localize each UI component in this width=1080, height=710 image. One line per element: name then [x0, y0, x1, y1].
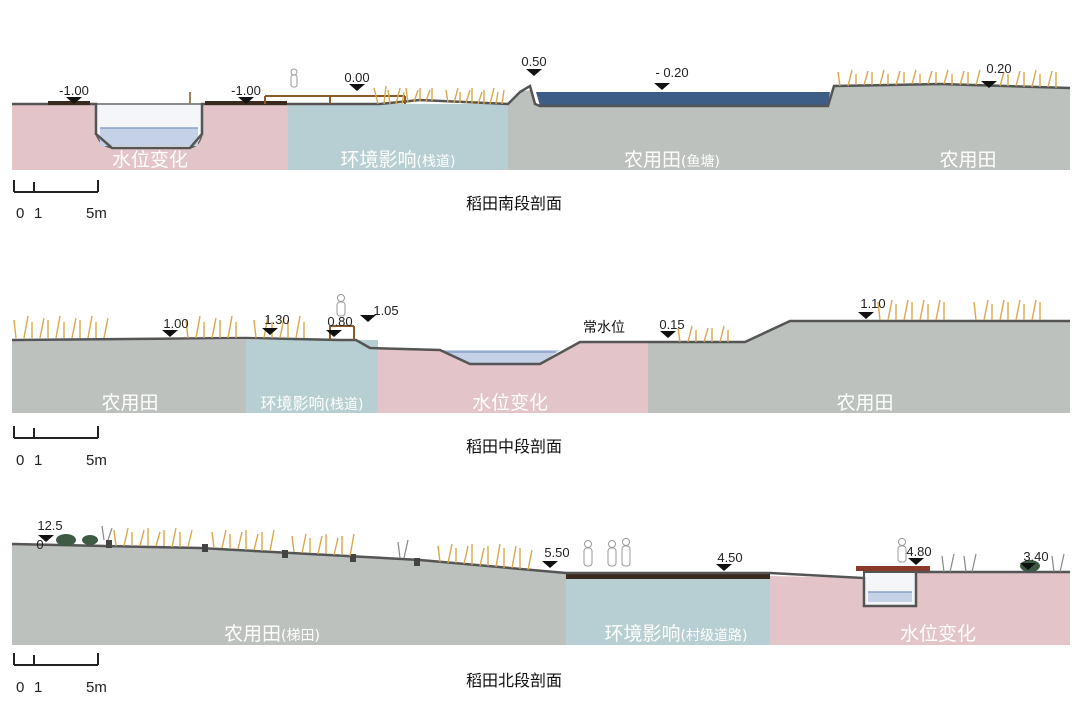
reed-middle-4	[877, 299, 1041, 321]
elevation-marker-north-5: 3.40	[1020, 549, 1049, 570]
svg-text:1.10: 1.10	[860, 296, 885, 311]
scale-label-1: 1	[34, 452, 42, 469]
svg-text:0.20: 0.20	[986, 61, 1011, 76]
fishpond-water	[536, 92, 830, 106]
elevation-marker-south-6: 0.20	[981, 61, 1012, 88]
section-north: 农用田(梯田) 环境影响(村级道路) 水位变化 12.5 0 5.50 4.50…	[11, 518, 1070, 696]
zone-south-agri	[834, 84, 1070, 170]
zone-middle-env	[246, 340, 378, 413]
scale-bar-middle	[13, 426, 99, 439]
elevation-marker-middle-1: 1.00	[162, 316, 189, 337]
section-title-middle: 稻田中段剖面	[466, 437, 562, 456]
svg-text:4.50: 4.50	[717, 550, 742, 565]
zone-middle-agri-2	[648, 321, 1070, 413]
zone-label-south-2: 环境影响(栈道)	[341, 149, 456, 171]
zone-label-north-1: 农用田(梯田)	[224, 623, 320, 645]
svg-text:0.00: 0.00	[344, 70, 369, 85]
elevation-marker-south-5: - 0.20	[654, 65, 689, 90]
pond-water-south	[100, 128, 198, 146]
elevation-marker-middle-5: 0.15	[659, 317, 685, 338]
scale-label-1: 1	[34, 205, 42, 222]
svg-text:1.05: 1.05	[373, 303, 398, 318]
scale-label-1: 1	[34, 679, 42, 696]
zone-label-middle-1: 农用田	[101, 392, 158, 414]
zone-label-south-3: 农用田(鱼塘)	[624, 149, 720, 171]
svg-text:0.80: 0.80	[327, 314, 352, 329]
zone-north-water-change	[770, 572, 1070, 645]
svg-text:0: 0	[36, 537, 43, 552]
zone-north-env	[566, 578, 770, 645]
scale-label-0: 0	[16, 205, 24, 222]
svg-text:3.40: 3.40	[1023, 549, 1048, 564]
terrace-steps	[106, 540, 420, 566]
svg-text:1.00: 1.00	[163, 316, 188, 331]
scale-label-5m: 5m	[86, 205, 107, 222]
elevation-marker-middle-4: 1.05	[360, 303, 399, 322]
reed-south-2	[445, 87, 505, 105]
svg-text:5.50: 5.50	[544, 545, 569, 560]
svg-text:-1.00: -1.00	[231, 83, 261, 98]
elevation-marker-north-3: 4.50	[716, 550, 743, 571]
scale-label-5m: 5m	[86, 679, 107, 696]
normal-water-level-label: 常水位	[583, 320, 625, 336]
svg-text:0.15: 0.15	[659, 317, 684, 332]
svg-text:0.50: 0.50	[521, 54, 546, 69]
zone-middle-water-change	[378, 342, 648, 413]
zone-label-north-2: 环境影响(村级道路)	[605, 623, 748, 645]
pool-cover-north	[856, 566, 930, 571]
zone-label-middle-2: 环境影响(栈道)	[261, 394, 364, 413]
scale-label-5m: 5m	[86, 452, 107, 469]
reed-middle-3	[677, 325, 729, 343]
scale-bar-south	[13, 180, 99, 193]
reed-north-1	[113, 527, 355, 557]
zone-middle-agri-1	[12, 340, 246, 413]
reed-north-3	[101, 525, 1065, 573]
reed-south-1	[373, 85, 433, 105]
section-middle: 农用田 环境影响(栈道) 水位变化 农用田 1.00 1.30 0.80 1.0…	[11, 294, 1070, 469]
svg-text:1.30: 1.30	[264, 312, 289, 327]
elevation-marker-north-1: 12.5 0	[36, 518, 62, 552]
elevation-marker-north-4: 4.80	[906, 544, 932, 565]
section-south: 水位变化 环境影响(栈道) 农用田(鱼塘) 农用田 -1.00 -1.00 0.…	[12, 54, 1071, 222]
section-title-north: 稻田北段剖面	[466, 671, 562, 690]
person-icon	[290, 68, 298, 88]
svg-text:4.80: 4.80	[906, 544, 931, 559]
section-title-south: 稻田南段剖面	[466, 194, 562, 213]
svg-text:-1.00: -1.00	[59, 83, 89, 98]
reed-north-2	[437, 543, 533, 571]
elevation-marker-middle-6: 1.10	[858, 296, 886, 319]
scale-label-0: 0	[16, 679, 24, 696]
village-road-surface	[566, 573, 770, 579]
reed-middle-1	[13, 315, 109, 339]
reed-middle-2	[185, 315, 305, 339]
scale-bar-north	[13, 653, 99, 666]
scale-label-0: 0	[16, 452, 24, 469]
elevation-marker-south-2: -1.00	[231, 83, 261, 104]
elevation-marker-middle-3: 0.80	[326, 314, 353, 337]
reed-south-3	[837, 69, 1057, 88]
boardwalk-south	[189, 92, 406, 104]
person-icon	[583, 538, 907, 567]
zone-south-fishpond	[508, 88, 834, 170]
zone-south-env	[288, 104, 508, 170]
svg-text:- 0.20: - 0.20	[655, 65, 688, 80]
elevation-marker-north-2: 5.50	[542, 545, 570, 568]
zone-label-south-1: 水位变化	[112, 149, 188, 171]
pond-water-middle	[440, 350, 560, 364]
elevation-marker-south-1: -1.00	[59, 83, 89, 104]
svg-text:12.5: 12.5	[37, 518, 62, 533]
person-icon	[336, 294, 346, 317]
zone-label-north-3: 水位变化	[900, 623, 976, 645]
elevation-marker-south-4: 0.50	[521, 54, 547, 76]
zone-label-middle-4: 农用田	[836, 392, 893, 414]
zone-north-agri	[12, 544, 566, 645]
elevation-marker-south-3: 0.00	[344, 70, 370, 91]
ground-line-north	[11, 542, 1070, 608]
elevation-marker-middle-2: 1.30	[262, 312, 290, 335]
zone-label-middle-3: 水位变化	[472, 392, 548, 414]
zone-label-south-4: 农用田	[939, 149, 996, 171]
ground-line-middle	[11, 319, 1070, 366]
